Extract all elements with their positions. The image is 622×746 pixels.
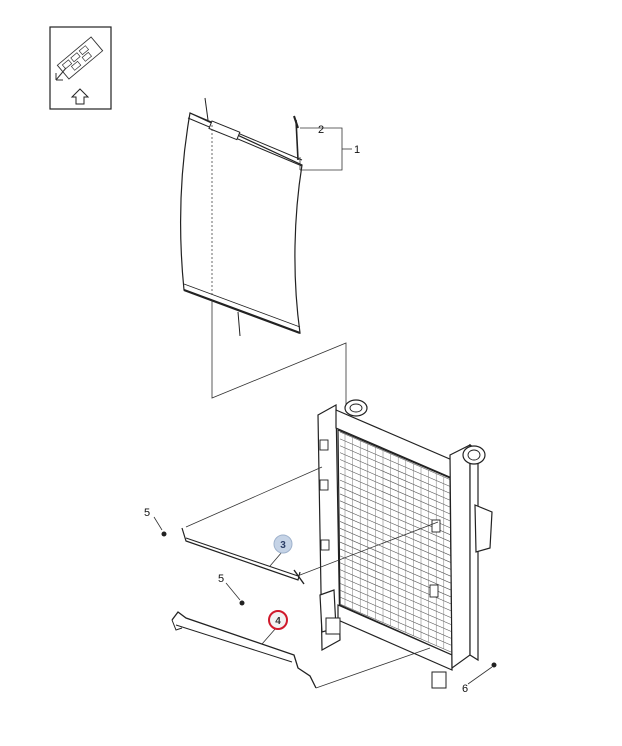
leader-lines [153, 466, 493, 689]
fin-line [339, 569, 452, 618]
label-part-6: 6 [462, 683, 468, 695]
fin-line [339, 459, 452, 508]
radiator-core-fins [339, 431, 452, 653]
label-part-1: 1 [354, 144, 360, 156]
fin-line [339, 500, 452, 550]
fin-line [339, 521, 452, 570]
fin-line [339, 452, 452, 501]
label-part-5-lower: 5 [218, 573, 224, 585]
fin-line [339, 507, 452, 556]
label-part-2: 2 [318, 124, 324, 136]
label-part-4: 4 [275, 616, 281, 627]
fin-line [339, 466, 452, 515]
label-part-3: 3 [280, 540, 286, 551]
fin-line [339, 473, 452, 522]
fin-line [339, 431, 452, 481]
fin-line [339, 493, 452, 543]
radiator-assembly [317, 399, 497, 689]
fin-line [339, 438, 452, 488]
fin-line [339, 576, 452, 625]
fin-line [339, 562, 452, 611]
fin-line [339, 541, 452, 591]
fin-line [339, 534, 452, 584]
radiator-curtain [180, 97, 347, 405]
callout-part-4[interactable]: 4 [268, 610, 288, 630]
fin-line [339, 596, 452, 646]
callout-lines-1-2 [299, 127, 352, 171]
label-part-5-upper: 5 [144, 507, 150, 519]
fin-line [339, 528, 452, 577]
front-arrow-icon [49, 26, 112, 110]
rod-part-4 [171, 611, 317, 689]
rod-part-3 [161, 527, 305, 606]
fin-line [339, 589, 452, 639]
callout-part-3[interactable]: 3 [273, 534, 293, 554]
fin-line [339, 445, 452, 495]
fin-line [339, 583, 452, 632]
fin-line [339, 603, 452, 653]
